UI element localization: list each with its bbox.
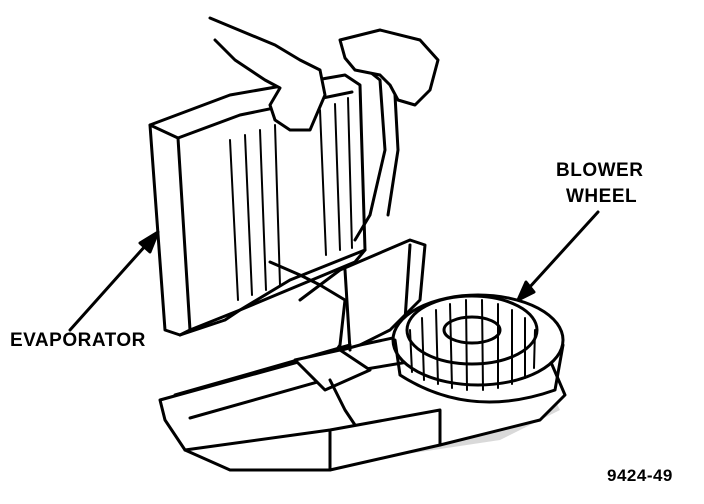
wire-harness xyxy=(268,260,347,362)
wire-connector xyxy=(293,348,372,392)
blower-wheel-hub xyxy=(442,315,502,345)
evaporator-fins xyxy=(229,97,353,301)
blower-scroll xyxy=(393,338,565,404)
evaporator-label: EVAPORATOR xyxy=(10,330,146,351)
figure-number: 9424-49 xyxy=(607,466,673,485)
evaporator-core-bottom xyxy=(188,248,367,332)
housing-divider-wall xyxy=(298,238,427,347)
blower-wheel-label-line1: BLOWER xyxy=(556,160,644,181)
evaporator-leader-line xyxy=(68,233,157,332)
hand-right xyxy=(338,28,440,107)
wire-tail xyxy=(328,378,357,427)
blower-wheel-blades xyxy=(409,299,536,391)
hand-left xyxy=(208,16,327,132)
evaporator-arrowhead xyxy=(138,230,160,254)
blower-wheel-leader-line xyxy=(516,210,600,302)
blower-wheel-arrowhead xyxy=(516,280,536,302)
housing-divider-edge xyxy=(343,243,412,352)
blower-wheel-label-line2: WHEEL xyxy=(566,186,638,207)
housing-front-face xyxy=(183,408,442,472)
blower-wheel xyxy=(405,294,539,366)
